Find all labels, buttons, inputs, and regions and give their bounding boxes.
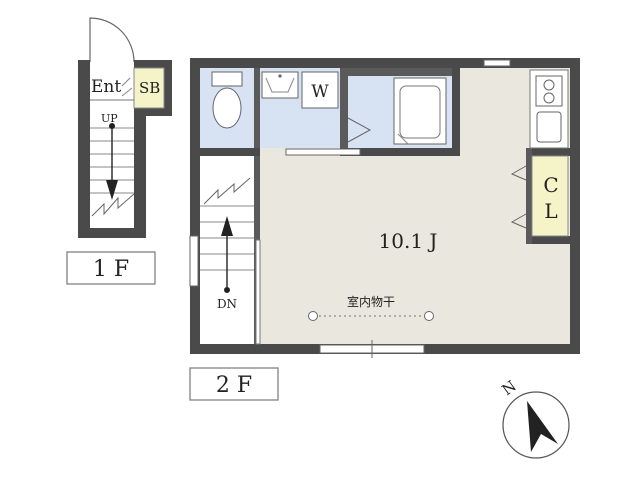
toilet-bowl-icon [212,87,242,129]
wall [78,228,146,238]
closet-label-l: L [544,199,557,223]
wall [570,58,580,354]
wall [526,236,570,244]
room-size-label: 10.1 J [379,229,438,253]
kitchen-sink-icon [536,111,562,143]
wall [348,68,452,76]
window [189,235,199,287]
entrance-label: Ent [91,77,121,97]
drying-rail-label: 室内物干 [347,294,395,309]
compass: N [498,377,570,459]
wall [190,58,580,68]
wall [190,58,200,354]
wall [526,148,532,244]
wall [452,68,460,156]
closet-label-c: C [543,173,558,197]
wall [200,148,260,156]
floor-label-2f: 2 F [216,373,252,398]
compass-north-label: N [498,377,519,399]
wall [526,148,570,156]
entrance-door-swing [89,17,135,63]
wall [254,68,260,148]
floor-label-1f: 1 F [93,257,129,282]
stairs-down-label: DN [217,297,237,311]
stairs-up-label: UP [101,112,118,125]
stairs-arrow-icon [106,180,118,200]
washer-label: W [311,82,329,102]
wall [134,60,172,68]
washer-space [301,71,339,109]
stairs-arrow-icon [221,216,233,236]
wall [134,108,172,116]
window [483,59,511,67]
floor-2: W DN C L 10.1 J [189,58,580,401]
wall [134,108,146,238]
wall [340,148,460,156]
floor-1: Ent SB UP 1 F [66,17,172,285]
shoebox-label: SB [139,79,160,97]
shoebox-cabinet [133,67,165,109]
stove-icon [535,75,563,107]
sliding-door [285,148,361,156]
floor-label-box-2f [189,367,279,401]
wall [78,60,90,238]
toilet-tank-icon [211,71,243,87]
closet [531,155,569,237]
compass-needle-icon [527,401,558,452]
wall [164,60,172,116]
wall [340,68,348,148]
floor-label-box-1f [66,251,156,285]
stairs-2f-area [200,156,258,344]
